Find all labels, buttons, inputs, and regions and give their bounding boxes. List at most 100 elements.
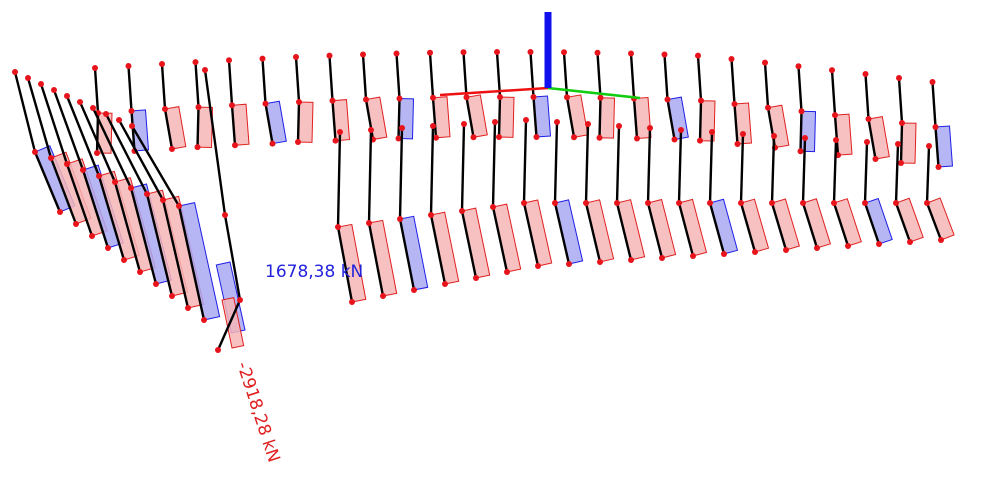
node-point	[326, 52, 333, 59]
column-member	[491, 121, 497, 208]
node-point	[128, 185, 134, 191]
node-point	[596, 134, 603, 141]
force-diagram-bar	[498, 96, 515, 138]
node-point	[932, 124, 939, 130]
column-member	[863, 202, 881, 245]
axis-y-line	[547, 86, 641, 100]
node-point	[554, 119, 560, 125]
column-member	[663, 54, 669, 100]
node-point	[38, 81, 44, 87]
column-member	[708, 131, 714, 204]
node-point	[125, 62, 132, 69]
node-point	[707, 200, 713, 206]
column-member	[832, 139, 838, 204]
force-diagram-bar	[297, 101, 314, 143]
column-member	[763, 62, 770, 108]
node-point	[628, 257, 634, 263]
node-point	[232, 142, 238, 149]
node-point	[77, 99, 83, 105]
force-diagram-bar	[802, 198, 832, 249]
column-member	[677, 202, 695, 257]
node-point	[411, 287, 417, 293]
axis-x-line	[439, 86, 549, 97]
column-member	[65, 95, 101, 177]
column-member	[428, 52, 435, 98]
node-point	[226, 57, 232, 64]
node-point	[129, 123, 135, 129]
column-member	[145, 193, 174, 297]
column-member	[730, 58, 736, 105]
node-point	[938, 237, 944, 243]
node-point	[57, 209, 63, 215]
node-point	[533, 134, 540, 141]
node-point	[530, 94, 537, 101]
node-point	[661, 51, 668, 58]
node-point	[898, 159, 904, 166]
node-point	[153, 281, 159, 287]
column-member	[931, 81, 937, 128]
node-point	[427, 49, 433, 56]
column-member	[522, 202, 540, 267]
node-point	[771, 133, 777, 139]
force-diagram-bar	[554, 199, 584, 265]
column-member	[646, 127, 652, 204]
node-point	[194, 144, 201, 151]
node-point	[12, 69, 18, 75]
column-member	[331, 100, 337, 141]
node-point	[103, 111, 109, 117]
node-point	[709, 129, 715, 135]
force-diagram-bar	[598, 97, 616, 139]
node-point	[363, 96, 369, 103]
node-point	[831, 200, 837, 206]
node-point	[112, 179, 118, 185]
node-point	[634, 135, 640, 142]
force-diagram-bar	[523, 199, 553, 267]
members-layer	[12, 49, 955, 353]
node-point	[349, 299, 355, 305]
column-member	[81, 169, 110, 249]
node-point	[800, 200, 806, 206]
node-point	[293, 54, 299, 61]
column-member	[296, 102, 301, 143]
node-point	[159, 61, 165, 68]
node-point	[814, 245, 820, 251]
force-diagram-bar	[647, 198, 677, 259]
node-point	[169, 293, 175, 299]
column-member	[584, 123, 590, 204]
node-point	[597, 94, 604, 101]
node-point	[734, 141, 741, 148]
node-point	[797, 148, 804, 155]
column-member	[336, 226, 354, 303]
node-point	[504, 269, 510, 275]
node-point	[162, 106, 168, 113]
node-point	[671, 136, 678, 143]
node-point	[366, 220, 372, 226]
node-point	[64, 161, 70, 167]
column-member	[395, 53, 401, 99]
force-diagram-bar	[833, 198, 862, 247]
node-point	[597, 259, 603, 265]
node-point	[92, 65, 98, 71]
column-member	[196, 107, 200, 148]
column-member	[733, 103, 739, 145]
node-point	[845, 243, 851, 249]
node-point	[295, 139, 301, 146]
node-point	[121, 257, 127, 263]
node-point	[564, 94, 570, 101]
column-member	[113, 181, 142, 273]
column-member	[801, 202, 819, 249]
node-point	[585, 121, 591, 127]
node-point	[237, 297, 243, 303]
node-point	[90, 105, 96, 111]
column-member	[698, 100, 703, 141]
column-member	[127, 65, 133, 112]
node-point	[645, 200, 651, 206]
node-point	[899, 119, 905, 126]
node-point	[360, 51, 366, 58]
column-member	[532, 96, 538, 138]
column-member	[598, 97, 602, 138]
column-member	[830, 70, 837, 116]
force-diagram-bar	[492, 203, 522, 273]
